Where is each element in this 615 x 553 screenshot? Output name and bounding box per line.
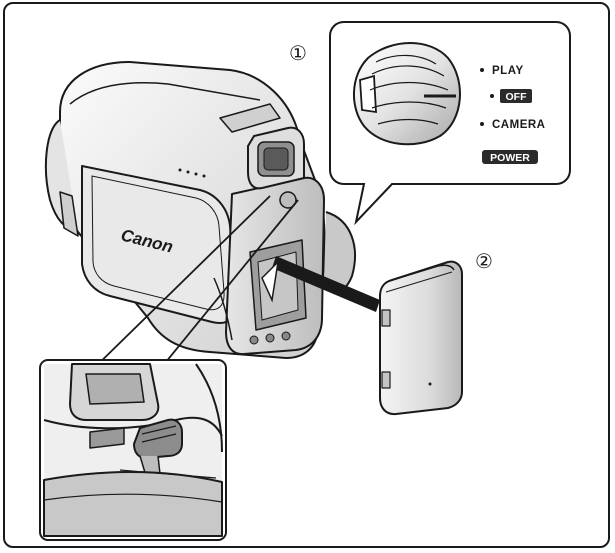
off-label-badge (500, 89, 532, 103)
detail-inset (39, 359, 227, 541)
power-dial (352, 42, 461, 146)
power-label-badge (482, 150, 538, 164)
play-marker-icon (480, 68, 484, 72)
camera-marker-icon (480, 122, 484, 126)
step-1-number: ① (289, 43, 307, 65)
step-2-number: ② (475, 251, 493, 273)
battery-pack (379, 260, 463, 416)
power-label: POWER (490, 152, 530, 164)
zoom-lines (85, 195, 299, 385)
play-label: PLAY (492, 65, 524, 77)
off-marker-icon (490, 94, 494, 98)
power-dial-callout: PLAY OFF CAMERA POWER (329, 21, 571, 226)
camcorder-body (44, 61, 356, 359)
insertion-guide (261, 256, 380, 312)
off-label: OFF (506, 91, 528, 103)
camera-label: CAMERA (492, 119, 545, 131)
